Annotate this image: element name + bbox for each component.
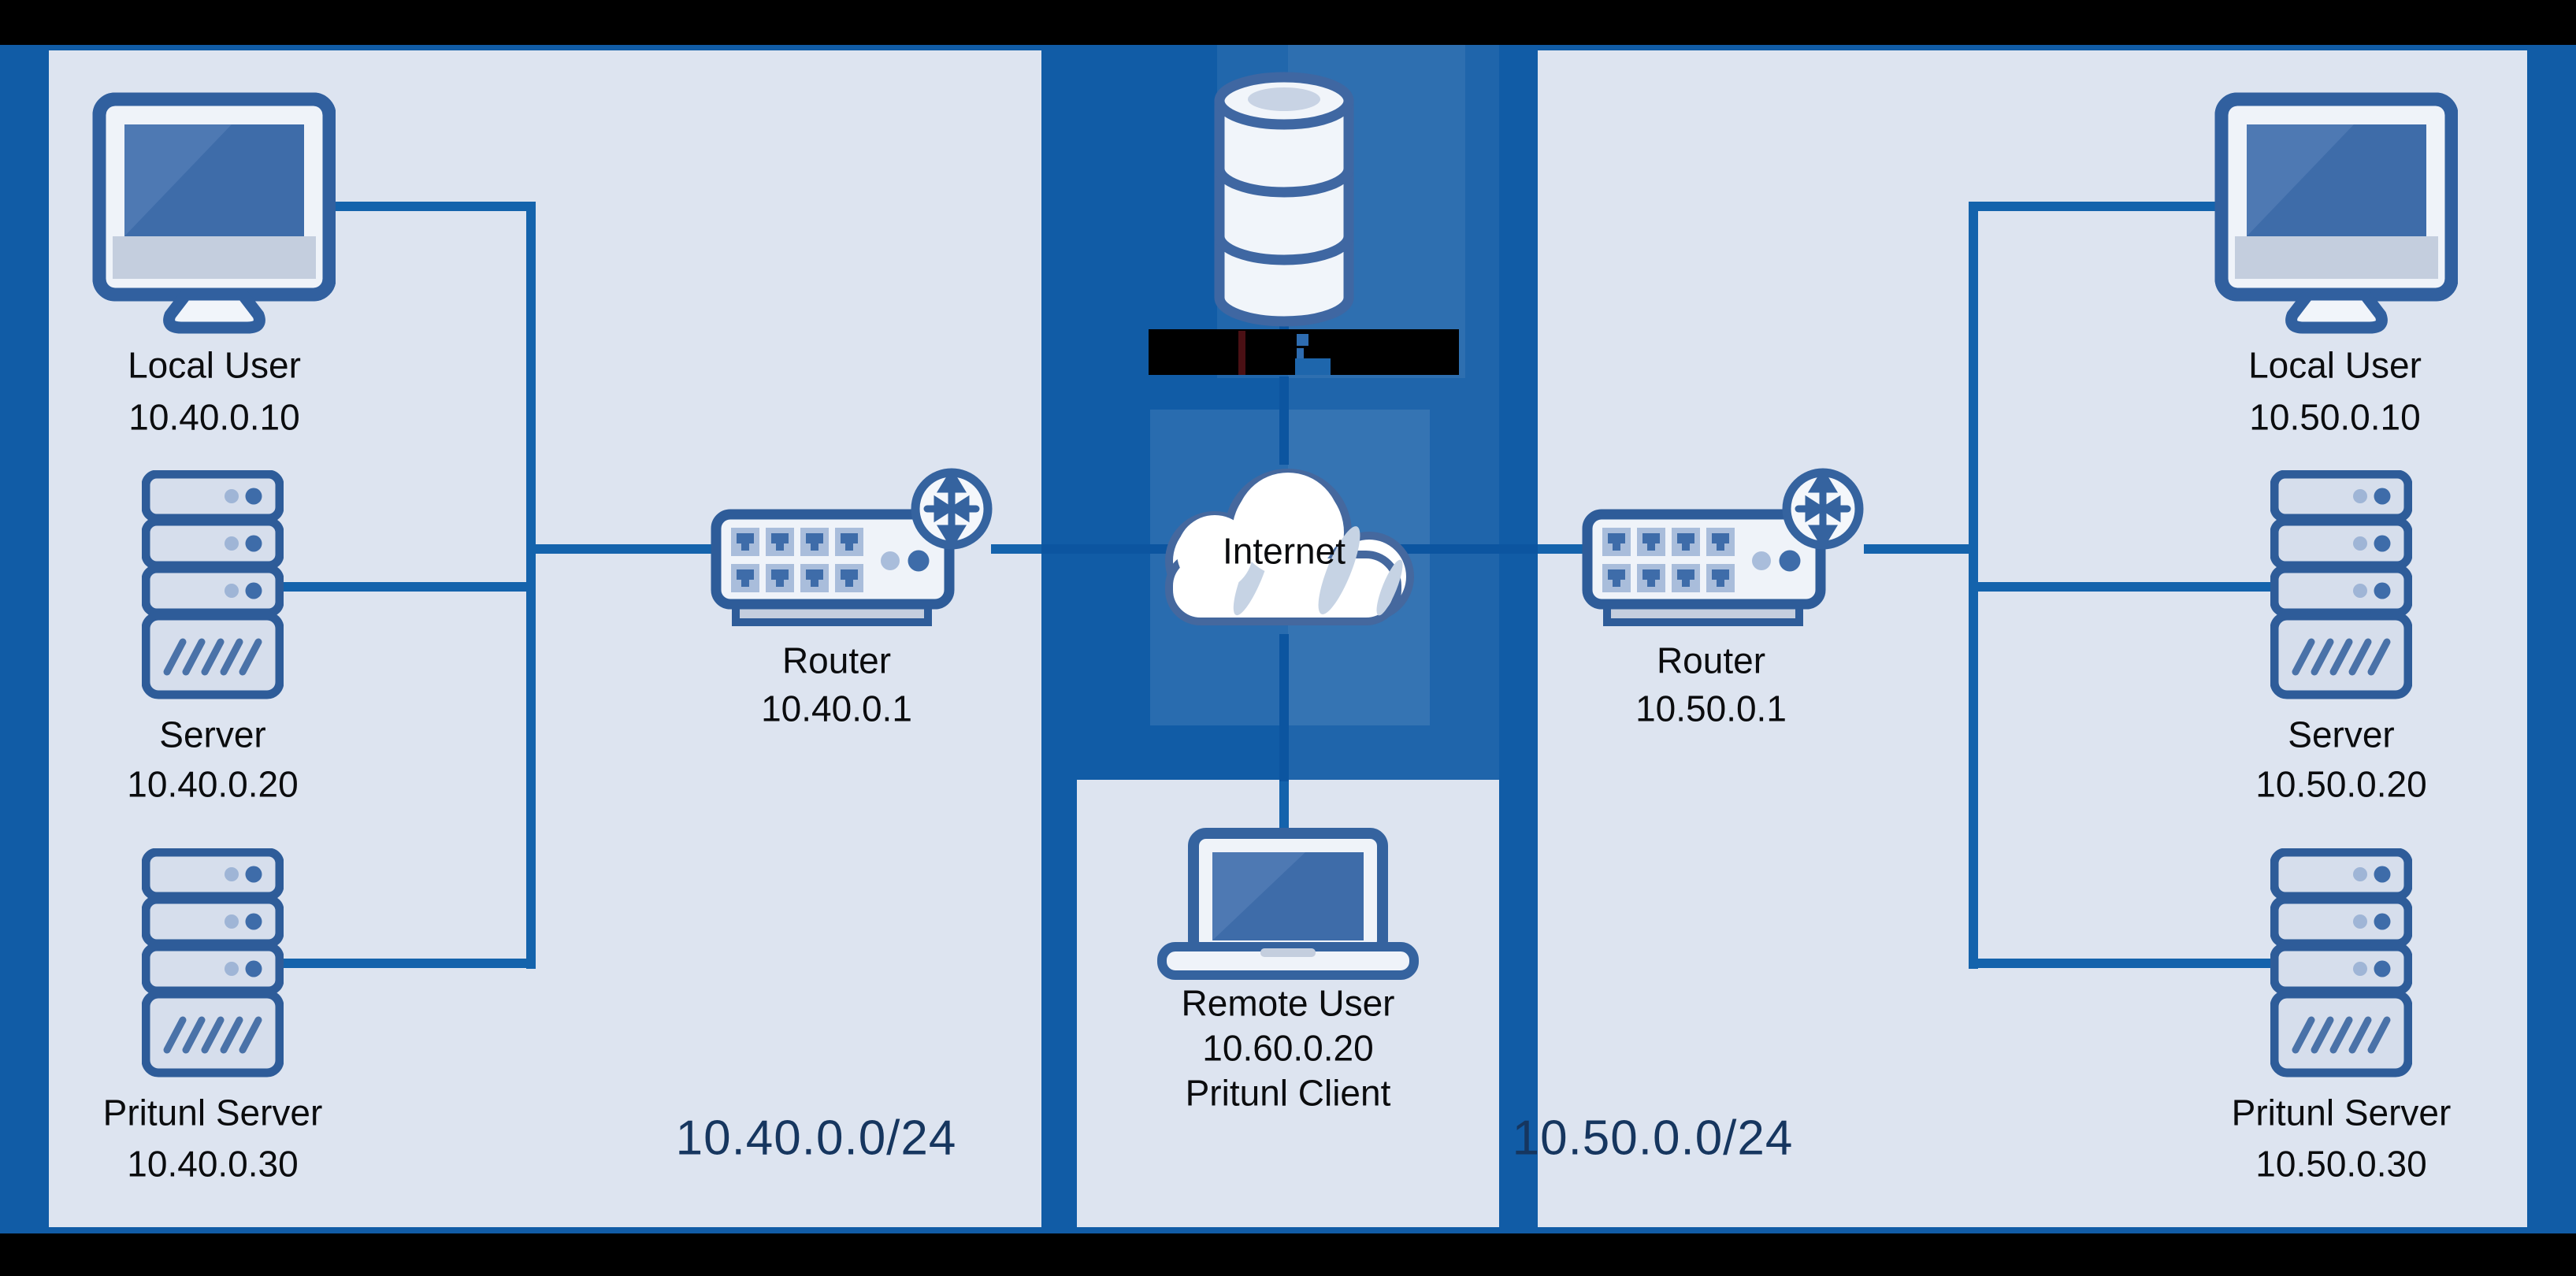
right-localuser-monitor-icon xyxy=(2214,91,2458,345)
right-server-ip: 10.50.0.20 xyxy=(2255,763,2427,805)
left-pritunl-label: Pritunl Server xyxy=(102,1092,323,1133)
wire-right-trunk xyxy=(1969,202,1978,969)
right-localuser-ip: 10.50.0.10 xyxy=(2249,396,2421,438)
wire-left-router xyxy=(531,544,712,554)
wire-database-internet xyxy=(1279,376,1289,465)
left-localuser-monitor-icon xyxy=(91,91,336,345)
right-router-label: Router xyxy=(1656,640,1766,681)
redaction-artifact-blue-3 xyxy=(1295,358,1331,375)
left-subnet-label: 10.40.0.0/24 xyxy=(675,1111,957,1166)
wire-right-router xyxy=(1864,544,1978,554)
wire-internet-rightrouter xyxy=(1538,544,1588,554)
redaction-artifact-blue-2 xyxy=(1297,348,1304,358)
wire-right-localuser xyxy=(1969,202,2219,211)
right-pritunl-server-icon xyxy=(2270,848,2412,1078)
left-router-ip: 10.40.0.1 xyxy=(761,688,912,729)
left-pritunl-ip: 10.40.0.30 xyxy=(127,1143,299,1185)
left-pritunl-server-icon xyxy=(142,848,284,1078)
wire-right-pritunl xyxy=(1978,959,2272,968)
right-localuser-label: Local User xyxy=(2248,344,2422,386)
left-router-badge-icon xyxy=(908,466,995,552)
internet-label: Internet xyxy=(1223,530,1346,572)
database-icon xyxy=(1209,68,1359,329)
redaction-artifact-red xyxy=(1238,331,1245,375)
wire-left-pritunl xyxy=(282,959,531,968)
left-router-label: Router xyxy=(781,640,892,681)
right-pritunl-ip: 10.50.0.30 xyxy=(2255,1143,2427,1185)
remote-user-label: Remote User xyxy=(1181,982,1395,1024)
remote-user-ip: 10.60.0.20 xyxy=(1202,1027,1374,1069)
left-localuser-label: Local User xyxy=(128,344,301,386)
left-server-ip: 10.40.0.20 xyxy=(127,763,299,805)
wire-left-localuser xyxy=(331,202,536,211)
redaction-artifact-blue-1 xyxy=(1297,334,1308,346)
laptop-icon xyxy=(1154,827,1422,981)
wire-internet-remote xyxy=(1279,634,1289,781)
wire-remote-laptop xyxy=(1279,781,1289,833)
right-server-label: Server xyxy=(2288,714,2395,755)
left-server-label: Server xyxy=(159,714,266,755)
right-pritunl-label: Pritunl Server xyxy=(2231,1092,2452,1133)
remote-user-client: Pritunl Client xyxy=(1185,1072,1391,1114)
left-server-icon xyxy=(142,470,284,700)
right-subnet-label: 10.50.0.0/24 xyxy=(1512,1111,1794,1166)
right-router-badge-icon xyxy=(1780,466,1866,552)
right-server-icon xyxy=(2270,470,2412,700)
wire-right-server xyxy=(1978,582,2272,592)
wire-leftrouter-internet xyxy=(991,544,1043,554)
wire-left-server xyxy=(282,582,531,592)
right-router-ip: 10.50.0.1 xyxy=(1635,688,1787,729)
left-localuser-ip: 10.40.0.10 xyxy=(128,396,300,438)
wire-left-trunk xyxy=(526,202,536,969)
